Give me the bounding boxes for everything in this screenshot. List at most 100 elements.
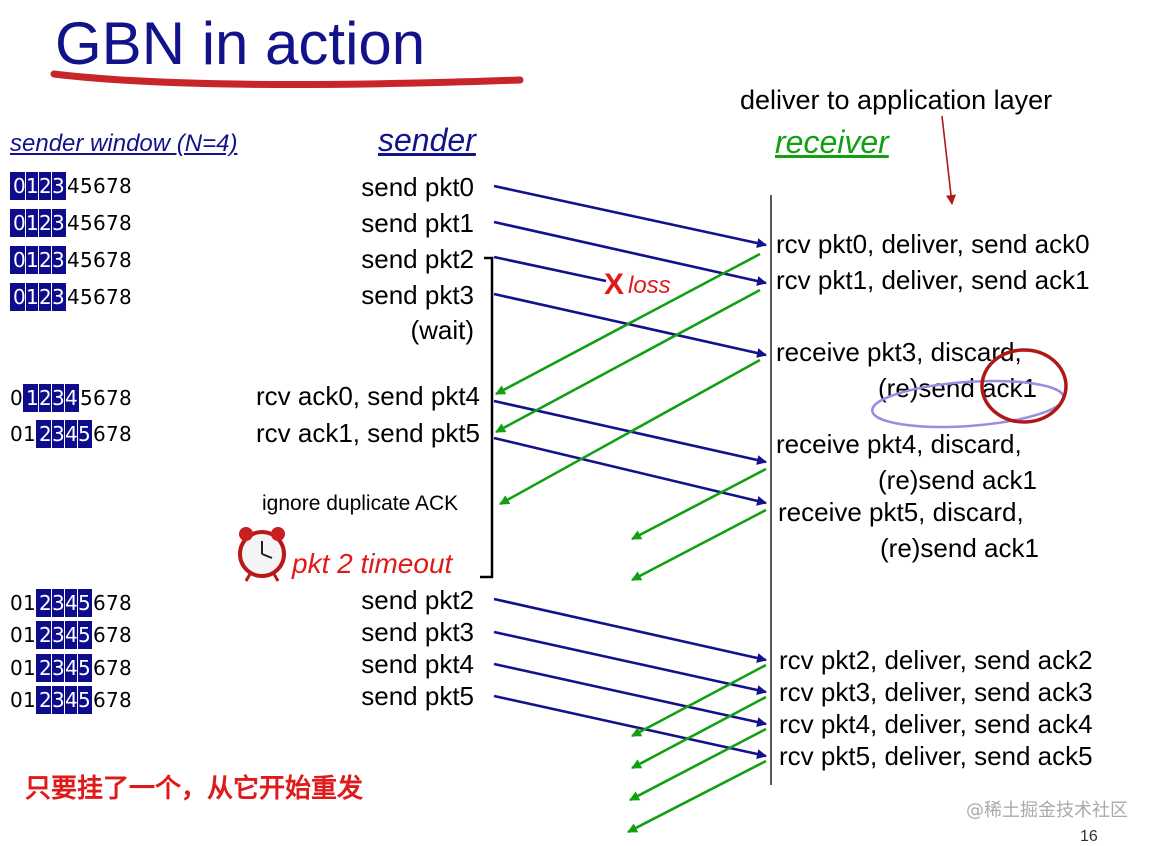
sequence-number: 7: [106, 656, 119, 680]
sequence-number: 2: [36, 420, 52, 448]
sender-event: send pkt1: [361, 208, 474, 238]
sequence-number: 5: [80, 386, 93, 410]
slide-title: GBN in action: [55, 10, 426, 77]
sequence-number: 1: [23, 656, 36, 680]
data-arrow: [493, 184, 767, 248]
sequence-number: 4: [67, 211, 80, 235]
sequence-number: 7: [106, 688, 119, 712]
sequence-number: 6: [93, 422, 106, 446]
sequence-number: 1: [23, 623, 36, 647]
sender-window-caption: sender window (N=4): [10, 130, 238, 157]
loss-label: loss: [628, 272, 671, 299]
sequence-number: 4: [65, 589, 78, 617]
sequence-number: 5: [78, 589, 92, 617]
sequence-number: 0: [10, 591, 23, 615]
data-arrow: [493, 597, 767, 663]
receiver-event: receive pkt4, discard,: [776, 429, 1022, 459]
sequence-number: 2: [39, 384, 52, 412]
sequence-number: 2: [36, 589, 52, 617]
sender-event: send pkt2: [361, 244, 474, 274]
sequence-number: 8: [119, 623, 132, 647]
sequence-number: 5: [78, 420, 92, 448]
sequence-number: 1: [23, 688, 36, 712]
sequence-number: 6: [93, 656, 106, 680]
ack-arrow: [495, 288, 761, 434]
sequence-number: 6: [93, 623, 106, 647]
timeout-label: pkt 2 timeout: [292, 548, 453, 579]
sequence-number: 4: [67, 174, 80, 198]
sequence-number: 2: [39, 246, 52, 274]
sequence-number: 6: [93, 688, 106, 712]
sequence-number: 3: [52, 654, 65, 682]
ack-arrow: [627, 759, 767, 834]
sequence-number: 3: [52, 172, 66, 200]
sequence-number: 6: [93, 591, 106, 615]
sequence-number: 1: [26, 283, 39, 311]
ignore-duplicate-ack-label: ignore duplicate ACK: [262, 492, 459, 515]
sender-event: send pkt2: [361, 585, 474, 615]
sequence-number: 0: [10, 422, 23, 446]
sender-event: send pkt0: [361, 172, 474, 202]
ack-arrow: [629, 727, 767, 802]
sequence-number: 0: [10, 283, 26, 311]
sender-event: rcv ack1, send pkt5: [256, 418, 480, 448]
sequence-number: 7: [106, 422, 119, 446]
sequence-number: 6: [93, 285, 106, 309]
sequence-number: 4: [67, 248, 80, 272]
sequence-number: 3: [52, 589, 65, 617]
sequence-number: 1: [26, 209, 39, 237]
sender-event: rcv ack0, send pkt4: [256, 381, 480, 411]
sequence-number: 3: [52, 209, 66, 237]
receiver-header: receiver: [775, 124, 889, 160]
ack-arrow: [499, 358, 761, 506]
sequence-number: 7: [106, 623, 119, 647]
receiver-event: rcv pkt2, deliver, send ack2: [779, 645, 1093, 675]
ack-arrow: [495, 252, 761, 396]
sequence-number: 8: [119, 248, 132, 272]
sequence-number: 2: [36, 654, 52, 682]
sender-event: send pkt3: [361, 280, 474, 310]
sequence-number: 8: [119, 591, 132, 615]
watermark: @稀土掘金技术社区: [966, 800, 1128, 821]
sequence-number: 7: [106, 285, 119, 309]
sequence-number: 6: [93, 174, 106, 198]
sequence-number: 3: [52, 686, 65, 714]
sequence-number: 5: [78, 621, 92, 649]
receiver-event: rcv pkt1, deliver, send ack1: [776, 265, 1090, 295]
sequence-number: 2: [36, 621, 52, 649]
data-arrow: [493, 255, 607, 283]
sequence-number: 8: [119, 688, 132, 712]
sequence-number: 8: [119, 285, 132, 309]
sequence-number: 8: [119, 174, 132, 198]
sequence-number: 4: [65, 621, 78, 649]
sequence-number: 3: [52, 246, 66, 274]
receiver-event: (re)send ack1: [880, 533, 1039, 563]
sequence-number: 4: [65, 686, 78, 714]
sequence-number: 0: [10, 172, 26, 200]
sequence-number: 7: [106, 248, 119, 272]
receiver-event: (re)send ack1: [878, 465, 1037, 495]
sequence-number: 5: [78, 654, 92, 682]
sequence-number: 2: [39, 172, 52, 200]
sequence-number: 1: [23, 384, 39, 412]
receiver-event: rcv pkt5, deliver, send ack5: [779, 741, 1093, 771]
highlight-circle: [980, 348, 1068, 424]
sender-event: send pkt3: [361, 617, 474, 647]
retransmit-note: 只要挂了一个，从它开始重发: [25, 774, 364, 804]
ack-arrow: [631, 695, 767, 770]
sequence-number: 8: [119, 422, 132, 446]
alarm-clock-icon: [238, 527, 286, 582]
sequence-number: 6: [93, 248, 106, 272]
sequence-number: 7: [106, 386, 119, 410]
receiver-event: receive pkt3, discard,: [776, 337, 1022, 367]
sequence-number: 3: [52, 420, 65, 448]
